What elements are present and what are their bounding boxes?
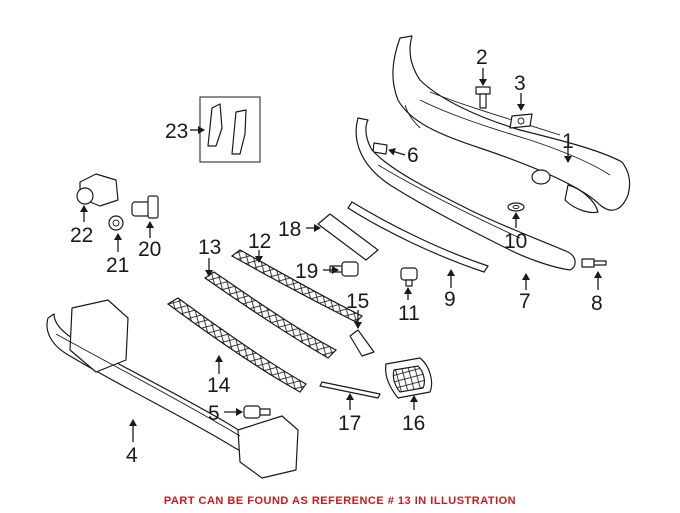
callout-4: 4 (126, 444, 138, 467)
bumper-cover-part (392, 35, 631, 214)
clip-part-3 (509, 113, 533, 129)
grille-part-13 (203, 271, 338, 359)
callout-16: 16 (402, 412, 425, 435)
trim-part-15 (349, 329, 375, 357)
upper-grille-part-12 (230, 249, 364, 323)
bolt-part-11 (400, 267, 418, 287)
callout-3: 3 (514, 72, 526, 95)
callout-12: 12 (248, 230, 271, 253)
fog-bezel-part-16 (385, 357, 433, 399)
callout-10: 10 (504, 230, 527, 253)
bolt-part-8 (581, 258, 607, 268)
clip-part-6 (372, 142, 388, 155)
callout-20: 20 (138, 238, 161, 261)
reinforcement-bar-part-4 (46, 299, 299, 479)
callout-7: 7 (519, 290, 531, 313)
lower-grille-part-14 (166, 297, 307, 393)
callout-17: 17 (338, 412, 361, 435)
sensor-bracket-part-22 (76, 173, 119, 207)
strip-part-17 (319, 381, 381, 399)
brackets-part-23 (199, 96, 261, 163)
callout-18: 18 (278, 218, 301, 241)
bolt-part-5 (243, 405, 271, 419)
callout-13: 13 (198, 236, 221, 259)
callout-6: 6 (407, 144, 419, 167)
callout-2: 2 (476, 46, 488, 69)
leader-lines (80, 68, 602, 442)
ring-part-21 (108, 215, 124, 231)
reference-note: PART CAN BE FOUND AS REFERENCE # 13 IN I… (163, 495, 517, 507)
callout-8: 8 (591, 292, 603, 315)
lower-spoiler-part (355, 117, 576, 271)
bolt-part-19 (329, 261, 359, 277)
sensor-part-20 (131, 195, 159, 219)
callout-22: 22 (70, 224, 93, 247)
callout-5: 5 (208, 402, 220, 425)
callout-19: 19 (295, 260, 318, 283)
callout-23: 23 (165, 120, 188, 143)
plate-part-18 (317, 213, 379, 261)
callout-9: 9 (444, 288, 456, 311)
callout-14: 14 (207, 374, 231, 397)
callout-labels: 1 2 3 4 5 6 7 8 9 10 11 12 13 14 15 16 1… (70, 46, 603, 467)
washer-part-10 (507, 202, 525, 212)
trim-strip-part-9 (347, 201, 489, 273)
callout-21: 21 (106, 254, 129, 277)
callout-1: 1 (562, 130, 574, 153)
callout-11: 11 (398, 302, 420, 325)
bolt-part-2 (475, 86, 491, 109)
callout-15: 15 (346, 290, 369, 313)
leader-6 (388, 147, 406, 156)
